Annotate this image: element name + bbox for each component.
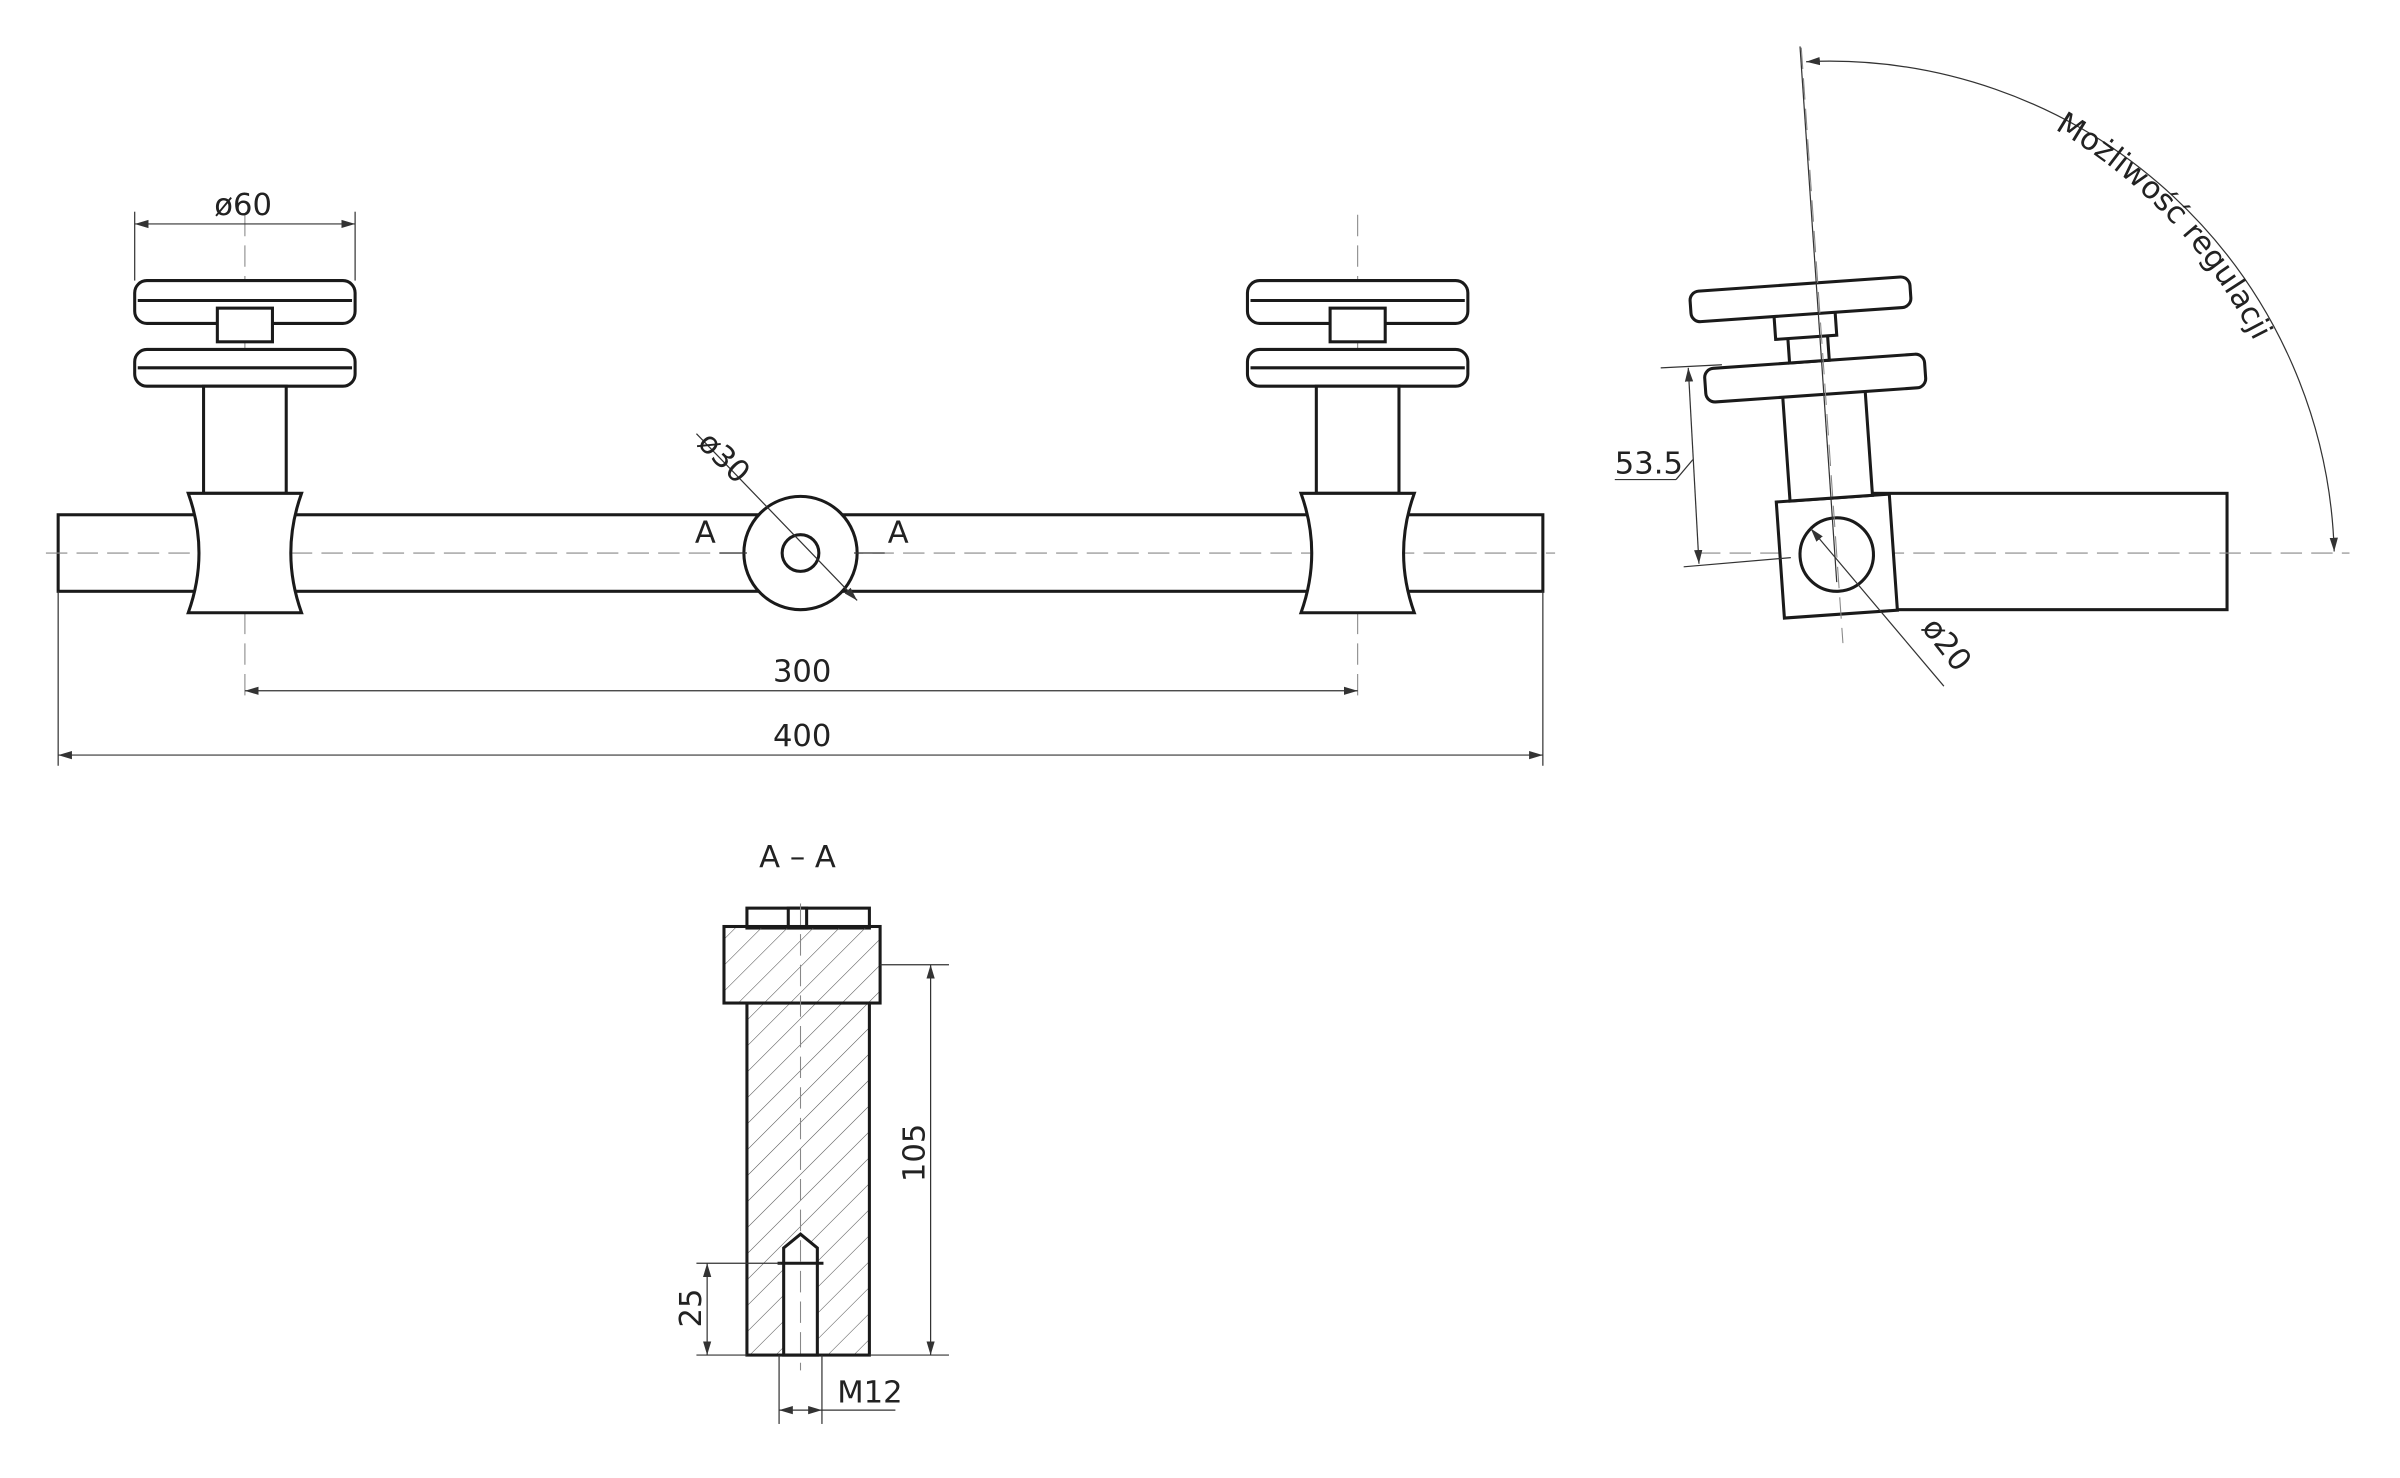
dim-side-height: 53.5 <box>1615 446 1683 481</box>
dim-section-length: 105 <box>897 1124 932 1182</box>
post-column <box>202 384 288 495</box>
section-mark-right: A <box>888 515 909 550</box>
left-post <box>133 214 357 705</box>
clamp-stem <box>215 306 274 344</box>
front-view: ø30 A A ø60 300 400 <box>45 188 1556 766</box>
dim-disk-diameter: ø60 <box>214 188 272 223</box>
dim-total-length: 400 <box>773 719 831 754</box>
right-post <box>1245 214 1470 705</box>
section-flange <box>722 924 882 1005</box>
dim-thread-depth: 25 <box>674 1289 709 1328</box>
dim-post-spacing: 300 <box>773 655 831 690</box>
dim-center-diameter: ø30 <box>691 425 757 491</box>
adjustment-range-label: Możliwość regulacji <box>2050 106 2278 345</box>
side-view: Możliwość regulacji 53.5 ø20 <box>1615 46 2350 687</box>
section-mark-left: A <box>695 515 716 550</box>
dim-tube-diameter: ø20 <box>1915 611 1978 678</box>
post-collar <box>186 491 304 615</box>
section-title: A – A <box>759 840 836 875</box>
section-view: A – A 105 25 M12 <box>674 840 949 1424</box>
dim-thread-size: M12 <box>837 1376 902 1411</box>
